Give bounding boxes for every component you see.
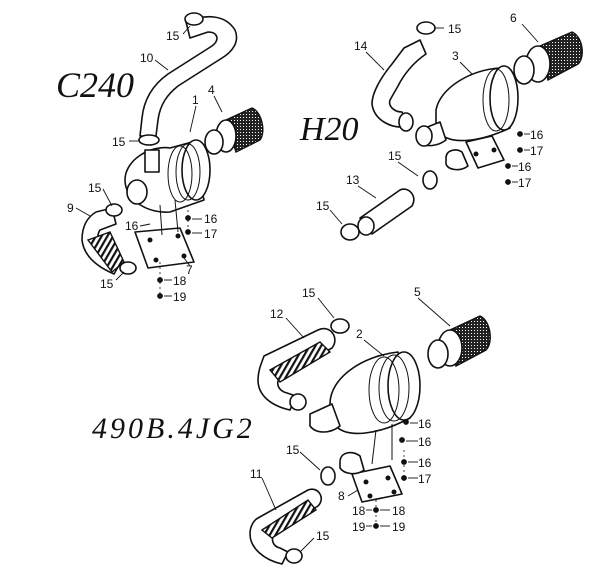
callout-c240-16-a: 16 <box>125 219 139 233</box>
callout-c240-7: 7 <box>186 263 193 277</box>
callout-c240-17: 17 <box>204 227 218 241</box>
c240-clamp-top <box>184 12 204 26</box>
b490-clamp-mid <box>320 466 336 486</box>
c240-bracket-7 <box>134 227 195 269</box>
callout-c240-4: 4 <box>208 83 215 97</box>
callout-b490-16-c: 16 <box>418 456 432 470</box>
callout-b490-16-a: 16 <box>418 417 432 431</box>
callout-c240-1: 1 <box>192 93 199 107</box>
callout-h20-13: 13 <box>346 173 360 187</box>
c240-assembly <box>81 12 264 299</box>
b490-clamp-top <box>330 318 350 334</box>
callout-c240-9: 9 <box>67 201 74 215</box>
callout-c240-19: 19 <box>173 290 187 304</box>
b490-clamp-elbow <box>289 393 307 411</box>
h20-filter-body-3 <box>415 65 519 147</box>
callout-b490-2: 2 <box>356 327 363 341</box>
callout-h20-15-top: 15 <box>448 22 462 36</box>
h20-clamp-top <box>416 21 436 35</box>
h20-hose-14 <box>371 39 427 128</box>
callout-b490-15-mid: 15 <box>286 443 300 457</box>
callout-b490-16-b: 16 <box>418 435 432 449</box>
h20-clamp-lower <box>340 223 360 241</box>
h20-clamp-mid <box>422 170 438 190</box>
b490-filter-body-2 <box>309 351 421 435</box>
callout-h20-15-mid: 15 <box>388 149 402 163</box>
callout-b490-8: 8 <box>338 489 345 503</box>
callout-c240-18: 18 <box>173 274 187 288</box>
c240-leaders <box>75 25 223 297</box>
h20-clamp-elbow <box>398 112 414 132</box>
callout-b490-18-b: 18 <box>392 504 406 518</box>
callout-h20-15-bottom: 15 <box>316 199 330 213</box>
c240-clamp-left <box>105 203 123 217</box>
b490-callouts: 15 5 12 2 16 16 16 17 15 11 8 18 18 19 1… <box>250 285 432 543</box>
c240-clamp-mid <box>138 134 160 146</box>
h20-element-6 <box>513 31 583 85</box>
model-label-h20: H20 <box>299 111 359 148</box>
callout-c240-15-bottom: 15 <box>100 277 114 291</box>
callout-h20-17-a: 17 <box>530 144 544 158</box>
h20-bracket <box>465 135 505 169</box>
callout-b490-15-top: 15 <box>302 286 316 300</box>
callout-h20-14: 14 <box>354 39 368 53</box>
callout-b490-12: 12 <box>270 307 284 321</box>
callout-b490-19-a: 19 <box>352 520 366 534</box>
c240-hose-10 <box>139 15 238 137</box>
c240-callouts: 15 10 1 4 15 15 9 16 16 17 7 15 18 19 <box>67 29 218 304</box>
callout-c240-15-left: 15 <box>88 181 102 195</box>
c240-clamp-lower <box>119 261 137 275</box>
callout-b490-19-b: 19 <box>392 520 406 534</box>
b490-element-5 <box>427 315 491 369</box>
h20-leaders <box>329 23 539 225</box>
callout-h20-3: 3 <box>452 49 459 63</box>
b490-assembly <box>249 315 491 565</box>
model-label-490b: 490B.4JG2 <box>92 412 255 445</box>
callout-b490-5: 5 <box>414 285 421 299</box>
h20-callouts: 15 6 14 3 16 17 15 16 17 13 15 <box>316 11 544 213</box>
callout-c240-16-b: 16 <box>204 212 218 226</box>
callout-b490-17: 17 <box>418 472 432 486</box>
model-label-c240: C240 <box>56 65 134 105</box>
callout-b490-18-a: 18 <box>352 504 366 518</box>
callout-h20-17-b: 17 <box>518 176 532 190</box>
c240-filter-body-1 <box>124 139 211 213</box>
b490-clamp-bottom <box>285 548 303 564</box>
c240-element-4 <box>204 107 264 155</box>
callout-c240-15-top: 15 <box>166 29 180 43</box>
callout-c240-10: 10 <box>140 51 154 65</box>
callout-b490-15-bottom: 15 <box>316 529 330 543</box>
callout-h20-6: 6 <box>510 11 517 25</box>
callout-h20-16-a: 16 <box>530 128 544 142</box>
callout-c240-15-mid: 15 <box>112 135 126 149</box>
h20-assembly <box>340 21 583 241</box>
callout-b490-11: 11 <box>250 467 263 481</box>
b490-leaders <box>261 297 451 553</box>
b490-bracket-8 <box>351 465 403 503</box>
callout-h20-16-b: 16 <box>518 160 532 174</box>
